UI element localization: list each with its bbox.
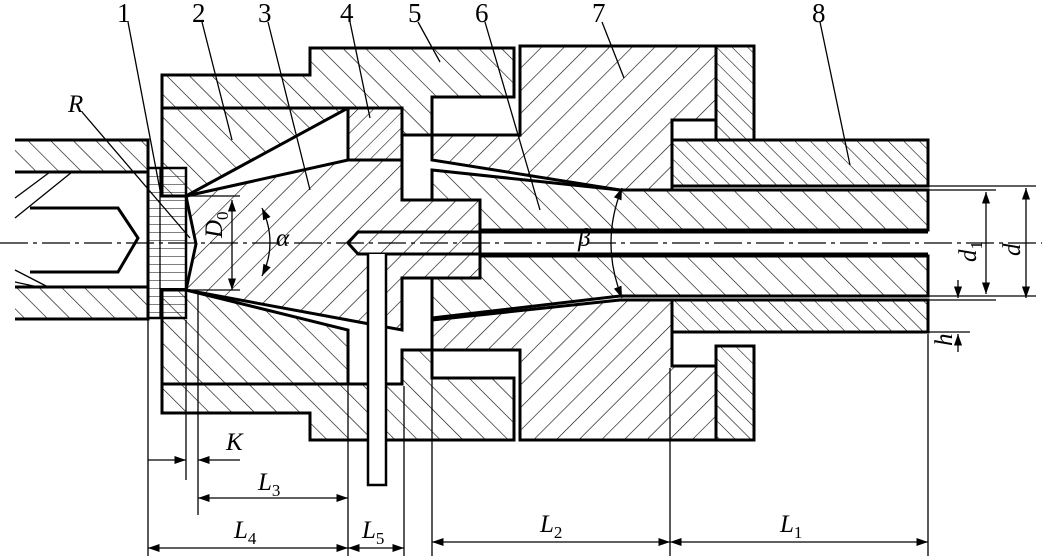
part-number-1: 1 — [117, 0, 131, 28]
l1-label: L1 — [779, 511, 802, 542]
d0-label: D0 — [201, 211, 232, 239]
die-block — [430, 44, 718, 442]
d0-dimension — [186, 195, 240, 291]
alpha-arc — [261, 207, 271, 277]
mandrel — [430, 168, 930, 320]
l2-label: L2 — [539, 511, 562, 542]
l3-label: L3 — [257, 469, 280, 500]
d1-label: d1 — [955, 241, 986, 262]
part-number-5: 5 — [408, 0, 422, 28]
spider — [346, 106, 404, 162]
right-dimensions — [928, 185, 1036, 352]
part-number-2: 2 — [192, 0, 206, 28]
screw-tip — [14, 171, 140, 288]
l4-label: L4 — [233, 517, 257, 548]
extension-lines — [147, 292, 929, 556]
beta-arc — [610, 187, 623, 299]
beta-label: β — [577, 225, 591, 252]
h-label: h — [931, 334, 958, 347]
part-number-7: 7 — [592, 0, 606, 28]
air-pipe — [346, 230, 928, 487]
part-number-4: 4 — [340, 0, 354, 28]
part-number-3: 3 — [258, 0, 272, 28]
alpha-label: α — [276, 225, 290, 252]
extruder-barrel — [15, 138, 150, 321]
radius-label: R — [67, 91, 83, 118]
clamp-ring — [714, 44, 756, 442]
part-number-8: 8 — [812, 0, 826, 28]
die-sleeve — [670, 138, 930, 334]
k-label: K — [225, 429, 244, 456]
l5-label: L5 — [361, 517, 384, 548]
leaders — [81, 21, 851, 239]
d-label: d — [999, 243, 1026, 256]
part-number-6: 6 — [475, 0, 489, 28]
